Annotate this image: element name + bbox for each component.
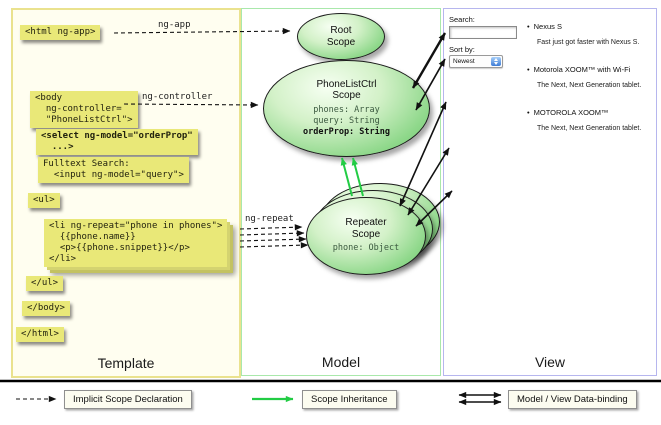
phonelistctrl-scope-ellipse: PhoneListCtrl Scope phones: Array query:… <box>263 60 430 157</box>
code-ul-close: </ul> <box>26 276 64 291</box>
view-list-item: •Nexus S <box>527 22 562 31</box>
repeater-scope-props: phone: Object <box>333 243 400 254</box>
view-panel-label: View <box>534 354 566 370</box>
view-item-name: Nexus S <box>533 22 562 31</box>
ng-controller-label: ng-controller <box>142 92 213 102</box>
scope-prop-phone: phone: Object <box>332 243 400 254</box>
ng-app-label: ng-app <box>158 20 191 30</box>
code-fulltext-search: Fulltext Search: <input ng-model="query"… <box>38 157 189 183</box>
view-search-label: Search: <box>449 15 475 24</box>
view-item-snippet: The Next, Next Generation tablet. <box>537 125 642 132</box>
view-list-item: •Motorola XOOM™ with Wi-Fi <box>527 65 630 74</box>
legend-implicit-scope-label: Implicit Scope Declaration <box>64 390 192 409</box>
code-select: <select ng-model="orderProp" ...> <box>36 129 198 155</box>
root-scope-title: Root Scope <box>326 25 356 48</box>
code-html-close: </html> <box>16 327 64 342</box>
view-sort-select[interactable]: Newest <box>449 55 503 68</box>
view-panel: View <box>443 8 657 376</box>
repeater-scope-title: Repeater Scope <box>345 217 387 240</box>
phonelistctrl-scope-title: PhoneListCtrl Scope <box>316 78 377 102</box>
legend-scope-inheritance-label: Scope Inheritance <box>302 390 397 409</box>
bullet-icon: • <box>527 65 530 74</box>
view-search-input[interactable] <box>449 26 517 39</box>
view-sort-select-value: Newest <box>453 58 475 65</box>
scope-prop-phones: phones: Array <box>313 104 380 115</box>
repeater-scope-ellipse: Repeater Scope phone: Object <box>306 197 426 275</box>
bullet-icon: • <box>527 108 530 117</box>
view-item-snippet: Fast just got faster with Nexus S. <box>537 39 640 46</box>
model-panel-label: Model <box>321 354 361 370</box>
bullet-icon: • <box>527 22 530 31</box>
ng-repeat-label: ng-repeat <box>245 214 294 224</box>
scope-prop-orderprop: orderProp: String <box>303 127 390 138</box>
root-scope-ellipse: Root Scope <box>297 13 385 60</box>
view-item-name: MOTOROLA XOOM™ <box>533 108 609 117</box>
template-panel-label: Template <box>97 355 155 371</box>
view-sort-label: Sort by: <box>449 45 475 54</box>
phonelistctrl-scope-props: phones: Array query: String orderProp: S… <box>303 105 390 138</box>
code-html-open: <html ng-app> <box>20 25 101 40</box>
legend-data-binding-label: Model / View Data-binding <box>508 390 637 409</box>
code-body-close: </body> <box>22 301 70 316</box>
view-item-snippet: The Next, Next Generation tablet. <box>537 82 642 89</box>
code-body-open: <body ng-controller= "PhoneListCtrl"> <box>30 91 138 128</box>
view-list-item: •MOTOROLA XOOM™ <box>527 108 609 117</box>
code-li-repeat: <li ng-repeat="phone in phones"> {{phone… <box>44 219 228 267</box>
select-arrows-icon <box>491 57 501 66</box>
scope-prop-query: query: String <box>313 115 380 126</box>
view-item-name: Motorola XOOM™ with Wi-Fi <box>533 65 631 74</box>
code-ul-open: <ul> <box>28 193 60 208</box>
